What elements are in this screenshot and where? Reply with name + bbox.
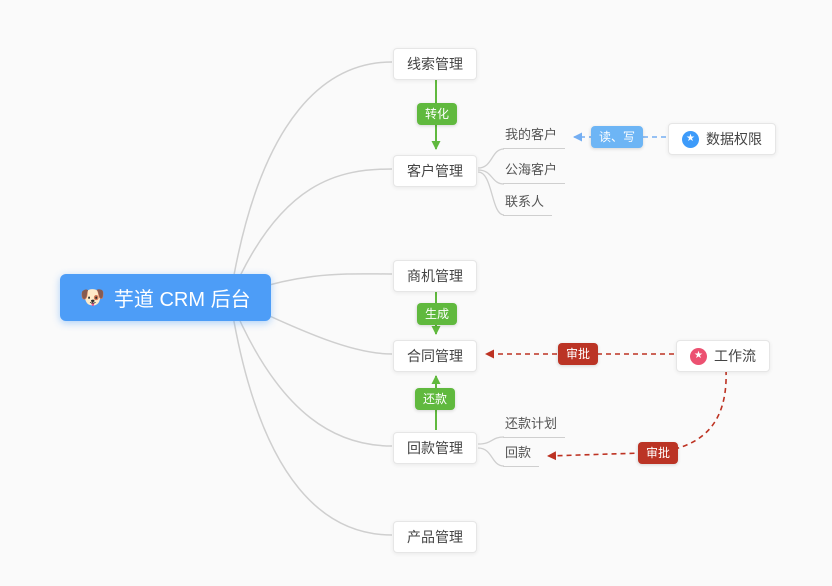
star-icon: ★ bbox=[682, 130, 699, 148]
node-business-label: 商机管理 bbox=[407, 268, 463, 284]
root-node-label: 芋道 CRM 后台 bbox=[113, 289, 251, 311]
node-contract-label: 合同管理 bbox=[407, 348, 463, 364]
badge-approve-contract: 审批 bbox=[557, 343, 599, 365]
node-workflow[interactable]: ★ 工作流 bbox=[676, 340, 770, 372]
node-leads[interactable]: 线索管理 bbox=[393, 48, 477, 80]
node-receivable[interactable]: 回款管理 bbox=[393, 432, 477, 464]
arrow-workflow-to-receivable bbox=[547, 369, 727, 461]
edge-root-receivable bbox=[229, 297, 393, 447]
node-product[interactable]: 产品管理 bbox=[393, 521, 477, 553]
node-customer-label: 客户管理 bbox=[407, 163, 463, 179]
node-business[interactable]: 商机管理 bbox=[393, 260, 477, 292]
badge-read-write: 读、写 bbox=[590, 126, 644, 148]
leaf-receivable-record[interactable]: 回款 bbox=[503, 445, 540, 467]
edge-receivable-record bbox=[477, 447, 505, 467]
edge-root-customer bbox=[229, 168, 393, 299]
edge-receivable-repayment-plan bbox=[477, 436, 505, 445]
edge-root-product bbox=[229, 297, 393, 536]
node-data-permission-label: 数据权限 bbox=[706, 131, 762, 147]
badge-approve-receivable: 审批 bbox=[637, 442, 679, 464]
star-icon: ★ bbox=[690, 347, 707, 365]
node-contract[interactable]: 合同管理 bbox=[393, 340, 477, 372]
node-product-label: 产品管理 bbox=[407, 529, 463, 545]
node-data-permission[interactable]: ★ 数据权限 bbox=[668, 123, 776, 155]
node-receivable-label: 回款管理 bbox=[407, 440, 463, 456]
dog-logo-icon: 🐶 bbox=[80, 286, 105, 309]
leaf-my-customer[interactable]: 我的客户 bbox=[503, 127, 566, 149]
node-leads-label: 线索管理 bbox=[407, 56, 463, 72]
edge-root-leads bbox=[229, 61, 393, 299]
node-workflow-label: 工作流 bbox=[714, 348, 756, 364]
root-node-crm[interactable]: 🐶 芋道 CRM 后台 bbox=[60, 274, 271, 321]
node-customer[interactable]: 客户管理 bbox=[393, 155, 477, 187]
badge-convert: 转化 bbox=[416, 103, 458, 125]
edge-customer-public-customer bbox=[477, 169, 505, 185]
leaf-public-customer[interactable]: 公海客户 bbox=[503, 162, 566, 184]
leaf-repayment-plan[interactable]: 还款计划 bbox=[503, 416, 566, 438]
badge-repay: 还款 bbox=[414, 388, 456, 410]
edge-customer-contact bbox=[477, 171, 505, 216]
leaf-contact[interactable]: 联系人 bbox=[503, 194, 553, 216]
badge-generate: 生成 bbox=[416, 303, 458, 325]
edge-customer-my-customer bbox=[477, 148, 505, 169]
